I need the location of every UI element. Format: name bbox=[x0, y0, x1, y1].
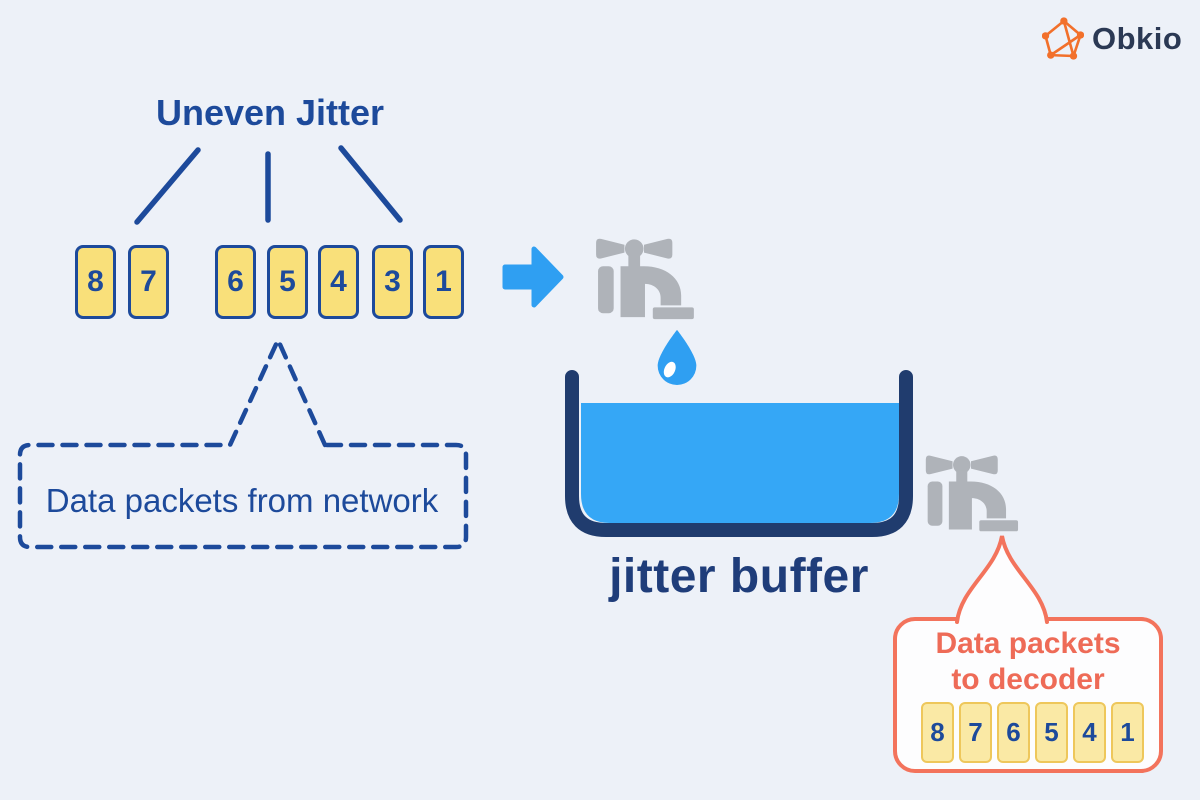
incoming-packet-3: 3 bbox=[372, 245, 413, 319]
right-arrow-icon bbox=[502, 246, 564, 308]
network-callout-label: Data packets from network bbox=[45, 482, 439, 519]
incoming-packet-5: 5 bbox=[267, 245, 308, 319]
water-drop-icon bbox=[657, 329, 697, 386]
faucet-out-icon bbox=[925, 455, 1019, 532]
obkio-network-icon bbox=[1042, 17, 1084, 60]
decoder-packet-row: 8 7 6 5 4 1 bbox=[921, 702, 1144, 763]
decoder-packet-4: 4 bbox=[1073, 702, 1106, 763]
jitter-buffer-label: jitter buffer bbox=[609, 550, 869, 603]
faucet-in-icon bbox=[596, 238, 694, 320]
incoming-packet-4: 4 bbox=[318, 245, 359, 319]
incoming-packet-6: 6 bbox=[215, 245, 256, 319]
jitter-pointer-lines bbox=[134, 145, 403, 225]
brand-name: Obkio bbox=[1092, 20, 1183, 56]
decoder-packet-1: 1 bbox=[1111, 702, 1144, 763]
decoder-packet-6: 6 bbox=[997, 702, 1030, 763]
decoder-callout-pointer bbox=[955, 535, 1049, 624]
decoder-packet-7: 7 bbox=[959, 702, 992, 763]
jitter-buffer-bucket bbox=[565, 370, 913, 537]
brand-logo: Obkio bbox=[1042, 16, 1182, 61]
decoder-packet-5: 5 bbox=[1035, 702, 1068, 763]
diagram-title: Uneven Jitter bbox=[155, 92, 385, 133]
decoder-packet-8: 8 bbox=[921, 702, 954, 763]
decoder-label-line2: to decoder bbox=[951, 663, 1105, 696]
incoming-packet-7: 7 bbox=[128, 245, 169, 319]
incoming-packet-1: 1 bbox=[423, 245, 464, 319]
network-callout-outline bbox=[17, 334, 469, 550]
incoming-packet-8: 8 bbox=[75, 245, 116, 319]
decoder-label-line1: Data packets bbox=[935, 627, 1121, 660]
buffer-water bbox=[581, 403, 899, 523]
